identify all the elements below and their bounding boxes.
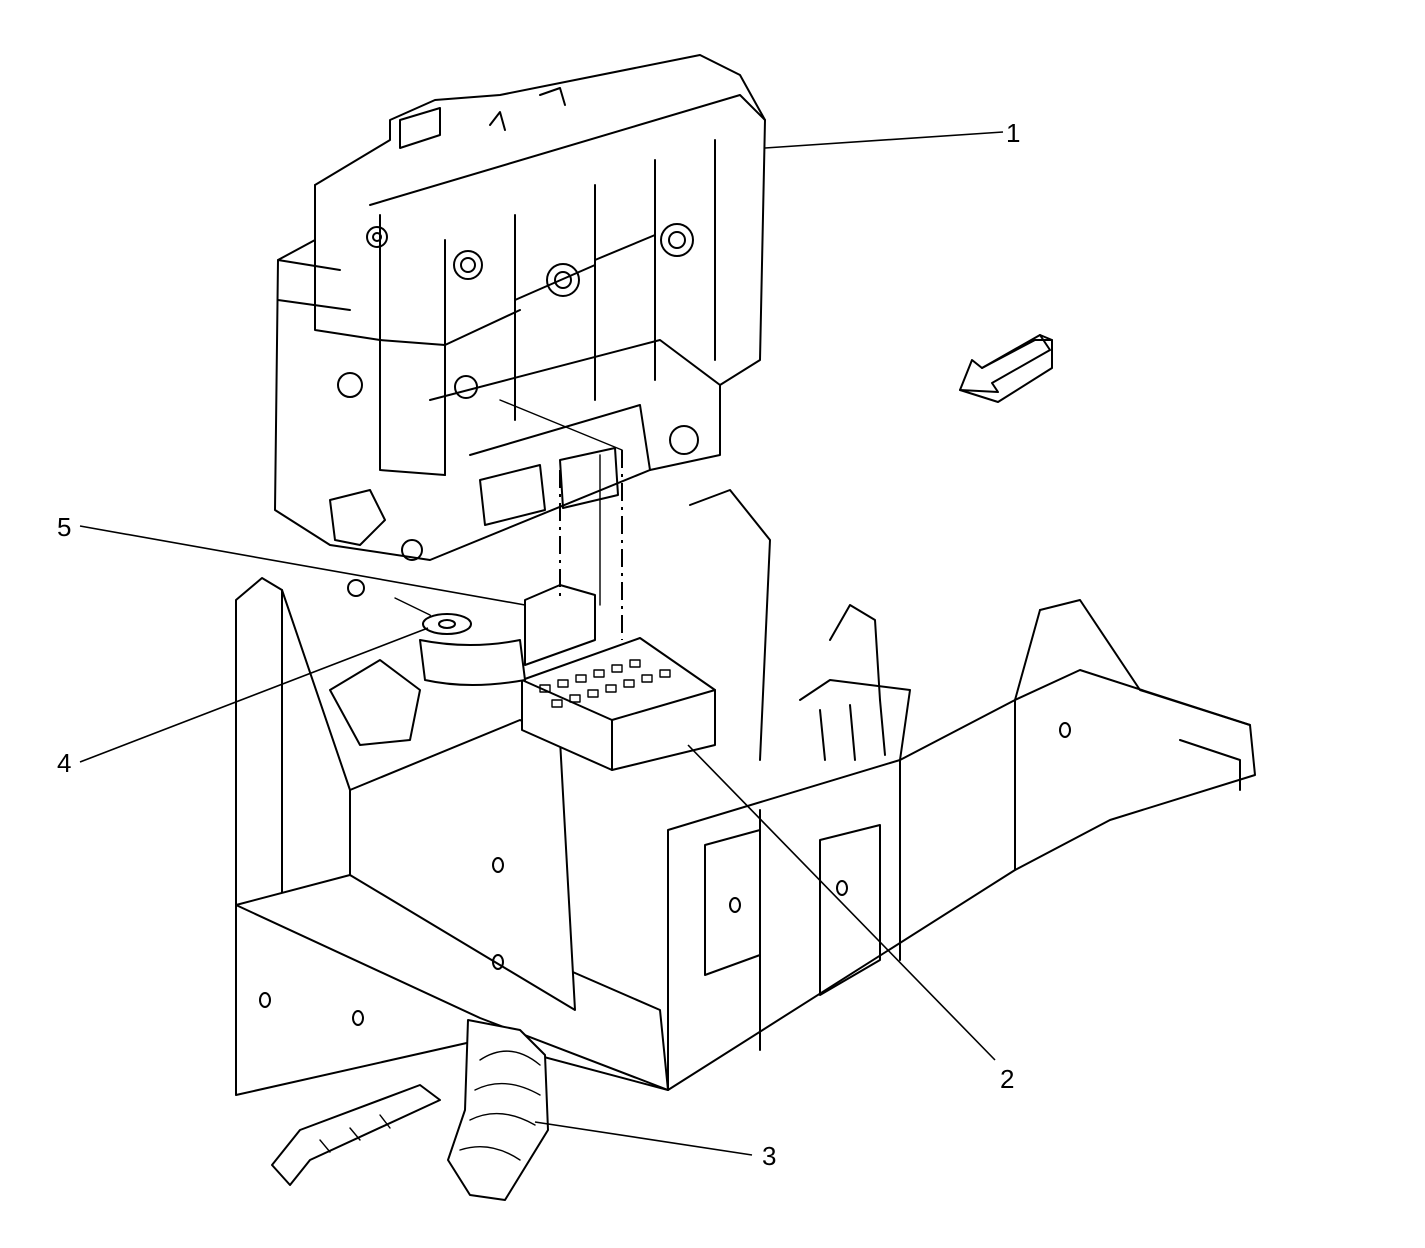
leader-lines bbox=[79, 131, 1004, 1156]
callout-2: 2 bbox=[1000, 1064, 1014, 1094]
electrical-connector bbox=[521, 584, 716, 771]
callout-5: 5 bbox=[57, 512, 71, 542]
fuse-block-housing bbox=[274, 54, 766, 561]
mounting-bracket bbox=[235, 489, 1256, 1096]
callout-1: 1 bbox=[1006, 118, 1020, 148]
front-direction-arrow-icon bbox=[959, 334, 1053, 403]
callout-4: 4 bbox=[57, 748, 71, 778]
callout-3: 3 bbox=[762, 1141, 776, 1171]
wiring-harness bbox=[271, 1019, 549, 1201]
ground-terminal bbox=[329, 579, 526, 746]
alignment-lines bbox=[499, 399, 623, 640]
